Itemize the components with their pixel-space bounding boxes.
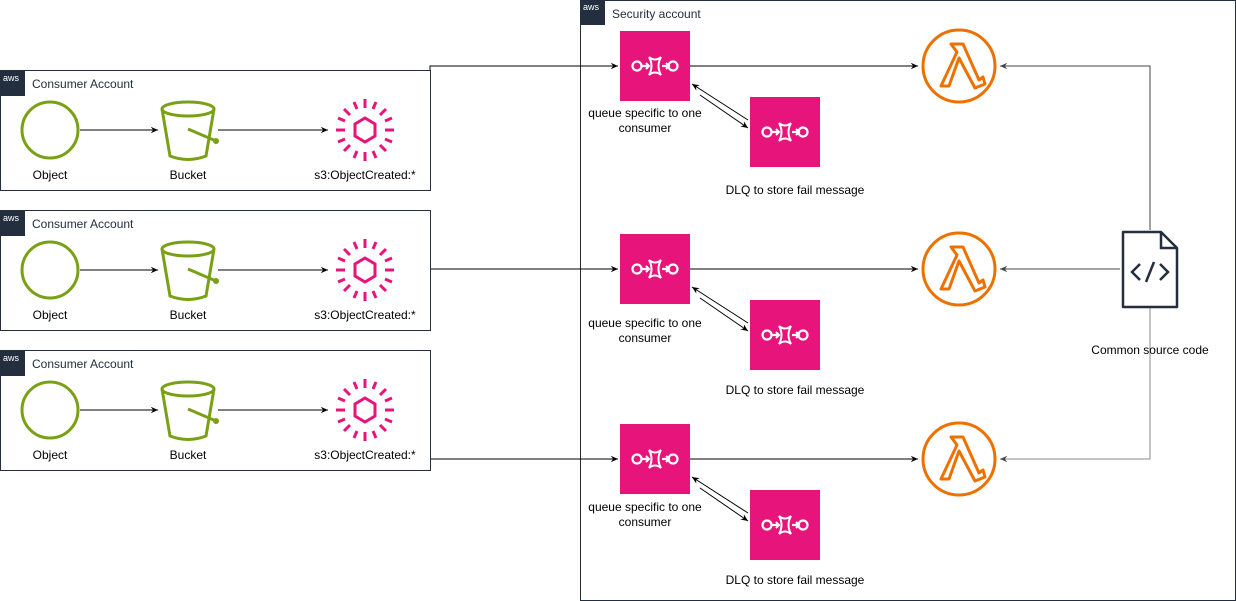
bucket-label: Bucket	[169, 168, 207, 182]
source-to-lambda-arrow	[1000, 62, 1151, 230]
dlq-label: DLQ to store fail message	[725, 383, 865, 397]
dlq-label: DLQ to store fail message	[725, 183, 865, 197]
consumer-to-queue-arrow	[429, 62, 618, 70]
aws-logo-icon: aws	[0, 71, 25, 96]
consumer-account-group	[0, 210, 431, 331]
source-code-file-icon	[1121, 230, 1179, 309]
sqs-dlq-icon	[748, 95, 822, 169]
object-label: Object	[32, 448, 68, 462]
dlq-to-queue-arrow	[691, 83, 749, 121]
object-icon	[20, 240, 80, 300]
object-icon	[20, 100, 80, 160]
sqs-queue-icon	[618, 29, 692, 103]
sqs-queue-icon	[618, 232, 692, 306]
consumer-account-group	[0, 350, 431, 471]
consumer-account-title: Consumer Account	[32, 77, 134, 91]
object-label: Object	[32, 308, 68, 322]
consumer-row-2	[20, 237, 396, 303]
sqs-dlq-icon	[748, 298, 822, 372]
queue-to-dlq-arrow	[699, 487, 749, 522]
event-icon	[334, 237, 396, 303]
queue-label: queue specific to one consumer	[588, 500, 702, 529]
security-account-title: Security account	[612, 7, 701, 21]
object-icon	[20, 380, 80, 440]
object-label: Object	[32, 168, 68, 182]
event-label: s3:ObjectCreated:*	[314, 308, 416, 322]
queue-label: queue specific to one consumer	[588, 106, 702, 135]
lambda-icon	[921, 421, 997, 497]
event-label: s3:ObjectCreated:*	[314, 168, 416, 182]
source-to-lambda-arrow	[1000, 308, 1151, 463]
dlq-to-queue-arrow	[691, 476, 749, 514]
bucket-icon	[160, 100, 221, 161]
event-icon	[334, 97, 396, 163]
event-icon	[334, 377, 396, 443]
lambda-icon	[921, 28, 997, 104]
consumer-account-title: Consumer Account	[32, 217, 134, 231]
sqs-dlq-icon	[748, 488, 822, 562]
consumer-account-title: Consumer Account	[32, 357, 134, 371]
dlq-label: DLQ to store fail message	[725, 573, 865, 587]
bucket-label: Bucket	[169, 308, 207, 322]
aws-logo-icon: aws	[0, 351, 25, 376]
bucket-label: Bucket	[169, 448, 207, 462]
queue-to-dlq-arrow	[699, 297, 749, 332]
queue-label: queue specific to one consumer	[588, 316, 702, 345]
lambda-icon	[921, 231, 997, 307]
consumer-row-3	[20, 377, 396, 443]
source-code-label: Common source code	[1091, 343, 1209, 357]
dlq-to-queue-arrow	[691, 286, 749, 324]
bucket-icon	[160, 240, 221, 301]
event-label: s3:ObjectCreated:*	[314, 448, 416, 462]
consumer-row-1	[20, 97, 396, 163]
bucket-icon	[160, 380, 221, 441]
queue-to-dlq-arrow	[699, 94, 749, 129]
sqs-queue-icon	[618, 422, 692, 496]
aws-logo-icon: aws	[0, 211, 25, 236]
consumer-account-group	[0, 70, 431, 191]
aws-logo-icon: aws	[580, 0, 605, 25]
